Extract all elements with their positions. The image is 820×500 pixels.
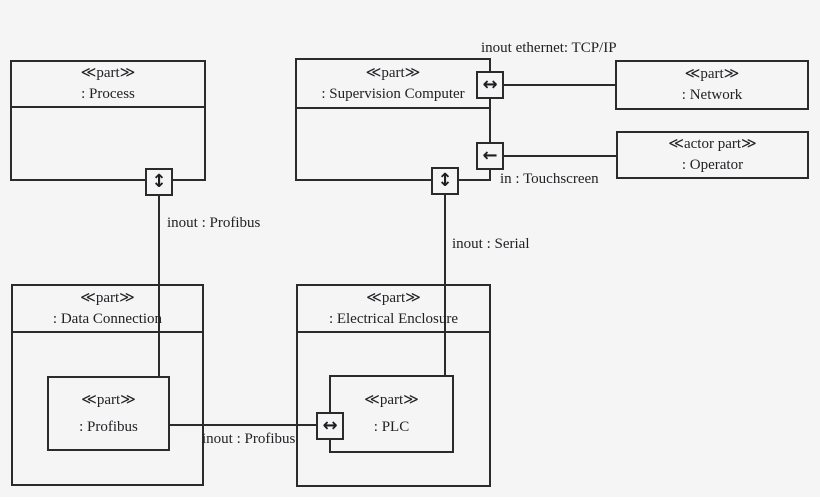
block-network: ≪part≫ : Network (615, 60, 809, 110)
port-supervision-ethernet: ↔ (476, 71, 504, 99)
block-operator-header: ≪actor part≫ : Operator (618, 133, 807, 177)
block-name: : Operator (681, 157, 744, 173)
block-name: : Profibus (79, 418, 138, 435)
stereotype-label: ≪part≫ (684, 66, 740, 82)
block-profibus: ≪part≫ : Profibus (47, 376, 170, 451)
block-name: : Process (81, 86, 135, 102)
block-plc-header: ≪part≫ : PLC (331, 377, 452, 451)
port-plc-left: ↔ (316, 412, 344, 440)
leftright-arrow-icon: ↔ (482, 74, 498, 95)
block-name: : PLC (373, 419, 410, 435)
block-data-connection: ≪part≫ : Data Connection (11, 284, 204, 486)
connector-label-touchscreen: in : Touchscreen (500, 171, 599, 187)
updown-arrow-icon: ↕ (437, 170, 453, 191)
port-process-bottom: ↕ (145, 168, 173, 196)
leftright-arrow-icon: ↔ (322, 415, 338, 436)
connector-label-plc-profibus: inout : Profibus (202, 431, 296, 447)
stereotype-label: ≪part≫ (80, 65, 136, 81)
block-profibus-header: ≪part≫ : Profibus (49, 378, 168, 449)
block-process-header: ≪part≫ : Process (12, 62, 204, 108)
port-supervision-serial: ↕ (431, 167, 459, 195)
block-electrical-enclosure-header: ≪part≫ : Electrical Enclosure (298, 286, 489, 333)
block-name: : Supervision Computer (321, 85, 465, 102)
connector-ethernet-line (504, 84, 615, 86)
block-operator: ≪actor part≫ : Operator (616, 131, 809, 179)
left-arrow-icon: ← (482, 145, 498, 166)
stereotype-label: ≪part≫ (80, 289, 135, 306)
connector-label-serial: inout : Serial (452, 236, 530, 252)
block-supervision-computer: ≪part≫ : Supervision Computer (295, 58, 491, 181)
block-name: : Data Connection (52, 310, 163, 327)
port-supervision-touchscreen: ← (476, 142, 504, 170)
stereotype-label: ≪actor part≫ (668, 136, 757, 152)
block-electrical-enclosure: ≪part≫ : Electrical Enclosure (296, 284, 491, 487)
updown-arrow-icon: ↕ (151, 171, 167, 192)
connector-plc-profibus-line (169, 424, 316, 426)
block-plc: ≪part≫ : PLC (329, 375, 454, 453)
stereotype-label: ≪part≫ (364, 392, 419, 408)
block-data-connection-header: ≪part≫ : Data Connection (13, 286, 202, 333)
block-supervision-computer-header: ≪part≫ : Supervision Computer (297, 60, 489, 109)
block-name: : Electrical Enclosure (328, 310, 459, 327)
block-process: ≪part≫ : Process (10, 60, 206, 181)
connector-process-profibus-line (158, 196, 160, 376)
block-name: : Network (681, 87, 743, 103)
bottom-margin (0, 497, 820, 500)
connector-label-process-profibus: inout : Profibus (167, 215, 261, 231)
stereotype-label: ≪part≫ (365, 64, 421, 81)
connector-label-ethernet: inout ethernet: TCP/IP (481, 40, 617, 56)
stereotype-label: ≪part≫ (81, 391, 136, 408)
connector-touchscreen-line (504, 155, 616, 157)
stereotype-label: ≪part≫ (366, 289, 421, 306)
block-network-header: ≪part≫ : Network (617, 62, 807, 108)
